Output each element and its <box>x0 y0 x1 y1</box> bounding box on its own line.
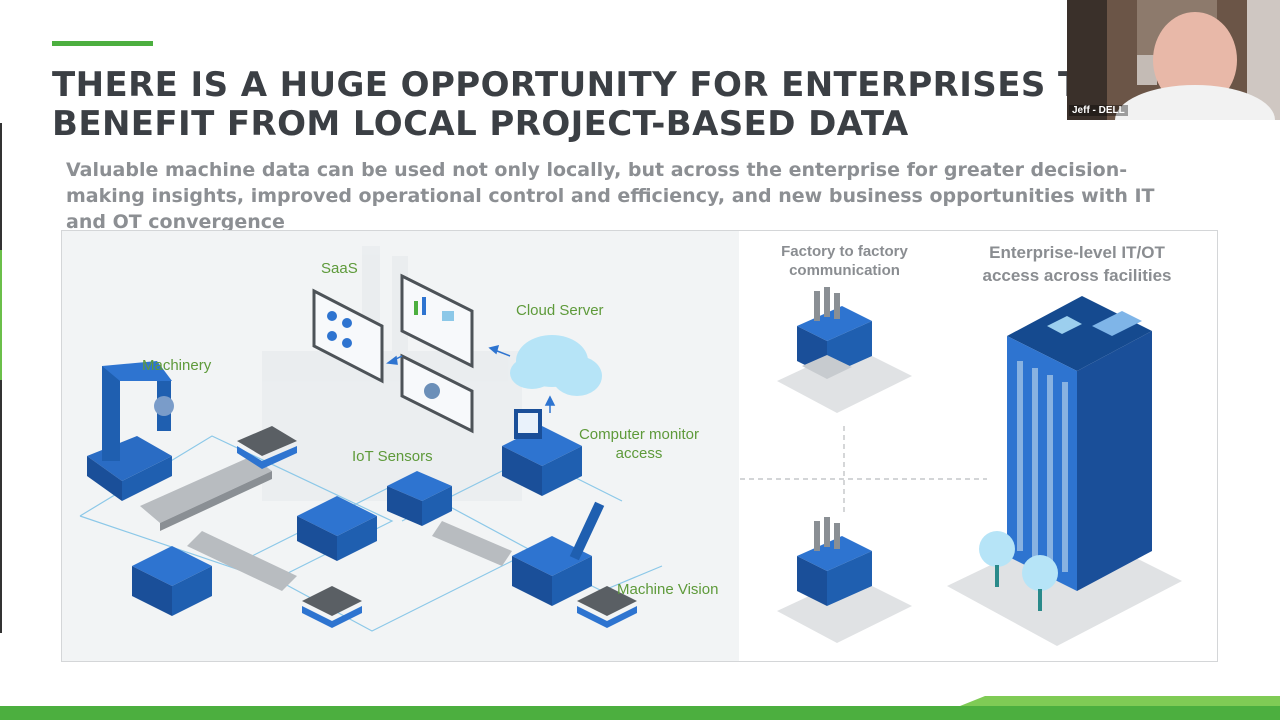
machinery-robot <box>87 361 174 501</box>
label-machinery: Machinery <box>142 357 212 374</box>
machine-box-2 <box>297 496 377 561</box>
participant-name: Jeff - DELL <box>1069 105 1128 116</box>
factory-building-top <box>777 287 912 413</box>
label-computer-monitor-access: Computer monitor access <box>578 426 700 462</box>
slide-title-line2: BENEFIT FROM LOCAL PROJECT-BASED DATA <box>52 104 909 144</box>
slide-title: THERE IS A HUGE OPPORTUNITY FOR ENTERPRI… <box>52 66 1152 144</box>
cloud-server-shape <box>510 335 602 396</box>
diagram-illustration <box>79 246 1182 646</box>
header-factory-to-factory: Factory to factory communication <box>781 243 908 279</box>
footer-bar <box>0 706 1280 720</box>
header-enterprise-access: Enterprise-level IT/OT access across fac… <box>982 243 1172 285</box>
enterprise-skyscraper <box>947 296 1182 646</box>
label-iot-sensors: IoT Sensors <box>352 448 433 465</box>
data-arrows <box>386 344 556 413</box>
slide-subtitle: Valuable machine data can be used not on… <box>66 159 1155 233</box>
label-cloud-server: Cloud Server <box>516 302 604 319</box>
webcam-thumbnail[interactable]: Jeff - DELL <box>1067 0 1280 120</box>
factory-building-bottom <box>777 517 912 643</box>
machine-box-1 <box>132 546 212 616</box>
label-machine-vision: Machine Vision <box>617 581 719 598</box>
title-accent-bar <box>52 41 153 46</box>
computer-station <box>502 409 582 496</box>
webcam-scene <box>1067 0 1280 120</box>
robot-screen <box>400 353 474 434</box>
saas-dashboard <box>312 288 384 384</box>
diagram-panel: SaaS Cloud Server Machinery Computer mon… <box>61 230 1218 662</box>
analytics-screen <box>400 273 474 369</box>
label-saas: SaaS <box>321 260 358 277</box>
left-edge-green-strip <box>0 250 2 380</box>
pallets <box>237 426 637 628</box>
machine-box-vision <box>512 501 605 606</box>
footer-bar-accent <box>955 696 1280 708</box>
factory-silhouette <box>262 246 522 501</box>
facility-connectors <box>740 426 987 516</box>
conveyor-belts <box>140 456 512 591</box>
slide-title-line1: THERE IS A HUGE OPPORTUNITY FOR ENTERPRI… <box>52 65 1111 105</box>
machine-box-3 <box>387 471 452 526</box>
